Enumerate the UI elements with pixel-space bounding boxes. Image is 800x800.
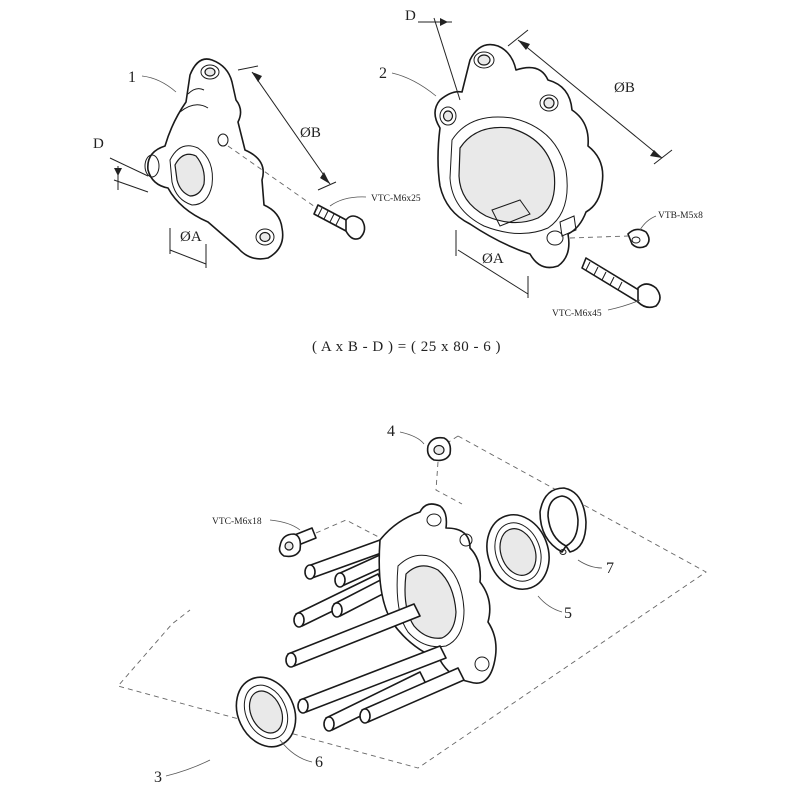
- part-2-dimensions: [418, 17, 673, 298]
- label-vtc-m6x25: VTC-M6x25: [371, 194, 421, 204]
- callout-2: 2: [379, 65, 387, 82]
- part-5-bearing: [486, 514, 550, 590]
- callout-3: 3: [154, 769, 162, 786]
- screw-vtc-m6x25: [227, 145, 366, 240]
- part-4-nut: [426, 436, 463, 505]
- dim-d-left: D: [93, 136, 104, 152]
- dim-b-left: ØB: [300, 125, 321, 141]
- label-vtb-m5x8: VTB-M5x8: [658, 211, 703, 221]
- dim-a-right: ØA: [482, 251, 504, 267]
- callout-6: 6: [315, 754, 323, 771]
- callout-7: 7: [606, 560, 614, 577]
- callout-4: 4: [387, 423, 395, 440]
- screw-vtb-m5x8: [569, 228, 650, 249]
- callout-labels: 1 2 3 4 5 6 7: [128, 65, 614, 786]
- part-1-dimensions: [109, 65, 337, 268]
- hub-assembly: [285, 503, 497, 732]
- dim-d-right: D: [405, 8, 416, 24]
- dim-a-left: ØA: [180, 229, 202, 245]
- label-vtc-m6x18: VTC-M6x18: [212, 517, 262, 527]
- callout-1: 1: [128, 69, 136, 86]
- dim-b-right: ØB: [614, 80, 635, 96]
- dimension-labels: D D ØB ØB ØA ØA: [93, 8, 635, 267]
- label-vtc-m6x45: VTC-M6x45: [552, 309, 602, 319]
- leader-lines: [141, 72, 657, 777]
- dimension-formula: ( A x B - D ) = ( 25 x 80 - 6 ): [312, 339, 501, 355]
- part-6-seal: [235, 676, 297, 748]
- part-1-flange: [144, 58, 284, 260]
- screw-labels: VTC-M6x25 VTB-M5x8 VTC-M6x45 VTC-M6x18: [212, 194, 703, 527]
- screw-vtc-m6x45: [581, 257, 661, 309]
- screw-vtc-m6x18: [278, 519, 393, 558]
- part-7-circlip: [539, 487, 587, 555]
- callout-5: 5: [564, 605, 572, 622]
- part-2-flange: [434, 43, 604, 269]
